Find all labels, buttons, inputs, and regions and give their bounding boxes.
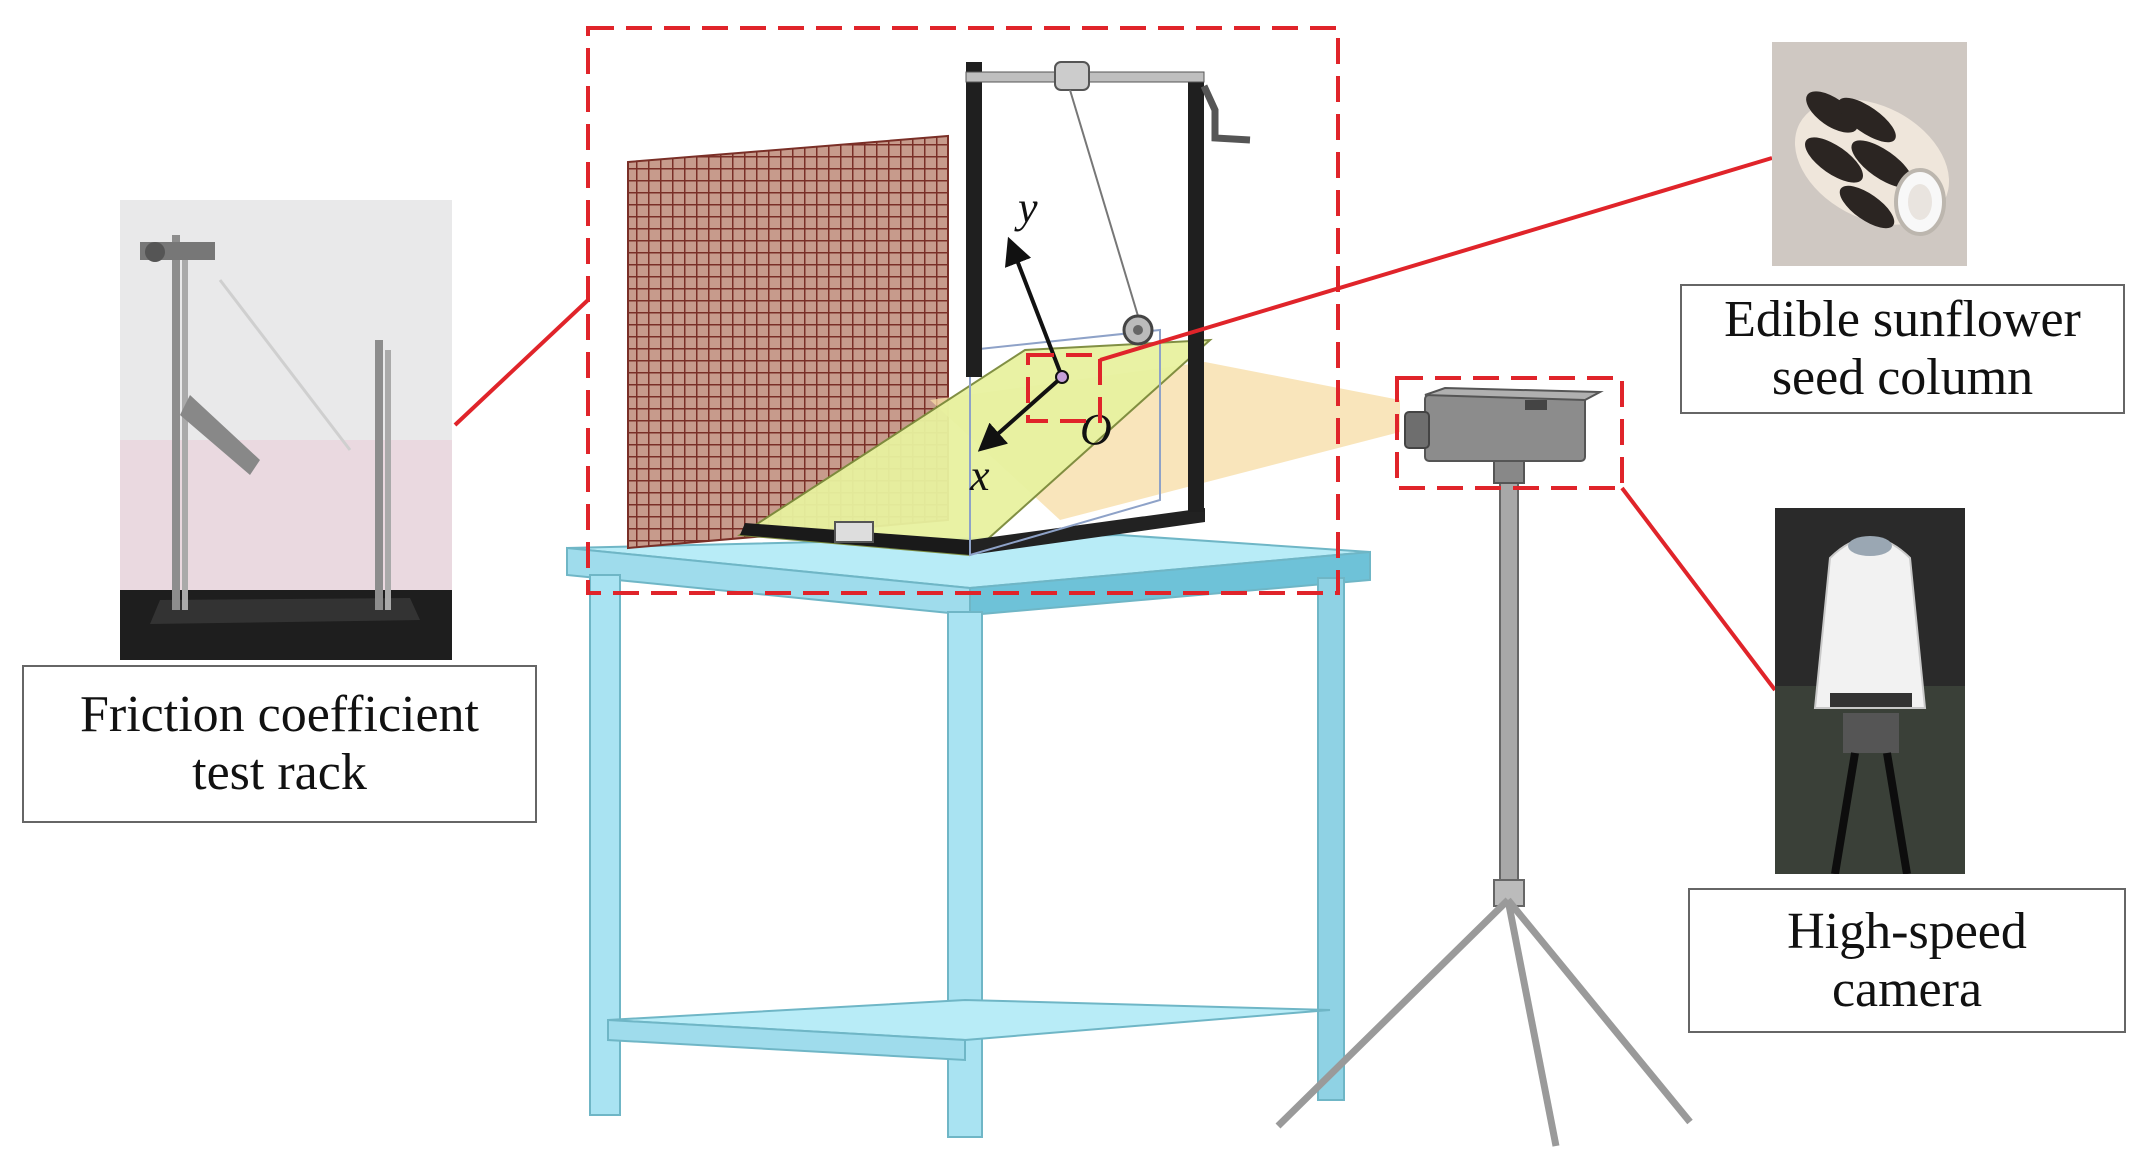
camera-label-line2: camera (1831, 960, 1983, 1018)
friction-test-rack-photo-icon (120, 200, 452, 660)
rack-photo (120, 200, 452, 660)
camera-photo (1775, 508, 1965, 874)
lifting-frame (965, 61, 1251, 512)
callout-connectors (453, 156, 1777, 692)
seed-label-line2: seed column (1771, 349, 2034, 406)
sunflower-seed-column-photo-icon (1772, 42, 1967, 266)
camera-tripod (1275, 454, 1693, 1147)
high-speed-camera-photo-icon (1775, 508, 1965, 874)
callout-highlights (586, 26, 1624, 595)
axis-y-label: y (1014, 183, 1038, 232)
seed-highlight-box (1026, 353, 1102, 423)
rack-highlight-box (586, 26, 1340, 595)
camera-highlight-box (1395, 376, 1624, 490)
rack-label-line2: test rack (192, 744, 367, 801)
coordinate-axes: y x O (969, 183, 1112, 500)
rack-label-line1: Friction coefficient (79, 686, 479, 743)
axis-x-label: x (969, 451, 990, 500)
camera-label-line1: High-speed (1787, 902, 2027, 960)
seed-photo (1772, 42, 1967, 266)
seed-label-box: Edible sunflower seed column (1680, 284, 2125, 414)
camera-label-box: High-speed camera (1688, 888, 2126, 1033)
seed-label-line1: Edible sunflower (1724, 291, 2081, 348)
test-table (566, 533, 1371, 1138)
camera-body (1404, 386, 1604, 462)
incline-plane (737, 328, 1213, 557)
origin-label: O (1080, 405, 1112, 454)
rack-label-box: Friction coefficient test rack (22, 665, 537, 823)
